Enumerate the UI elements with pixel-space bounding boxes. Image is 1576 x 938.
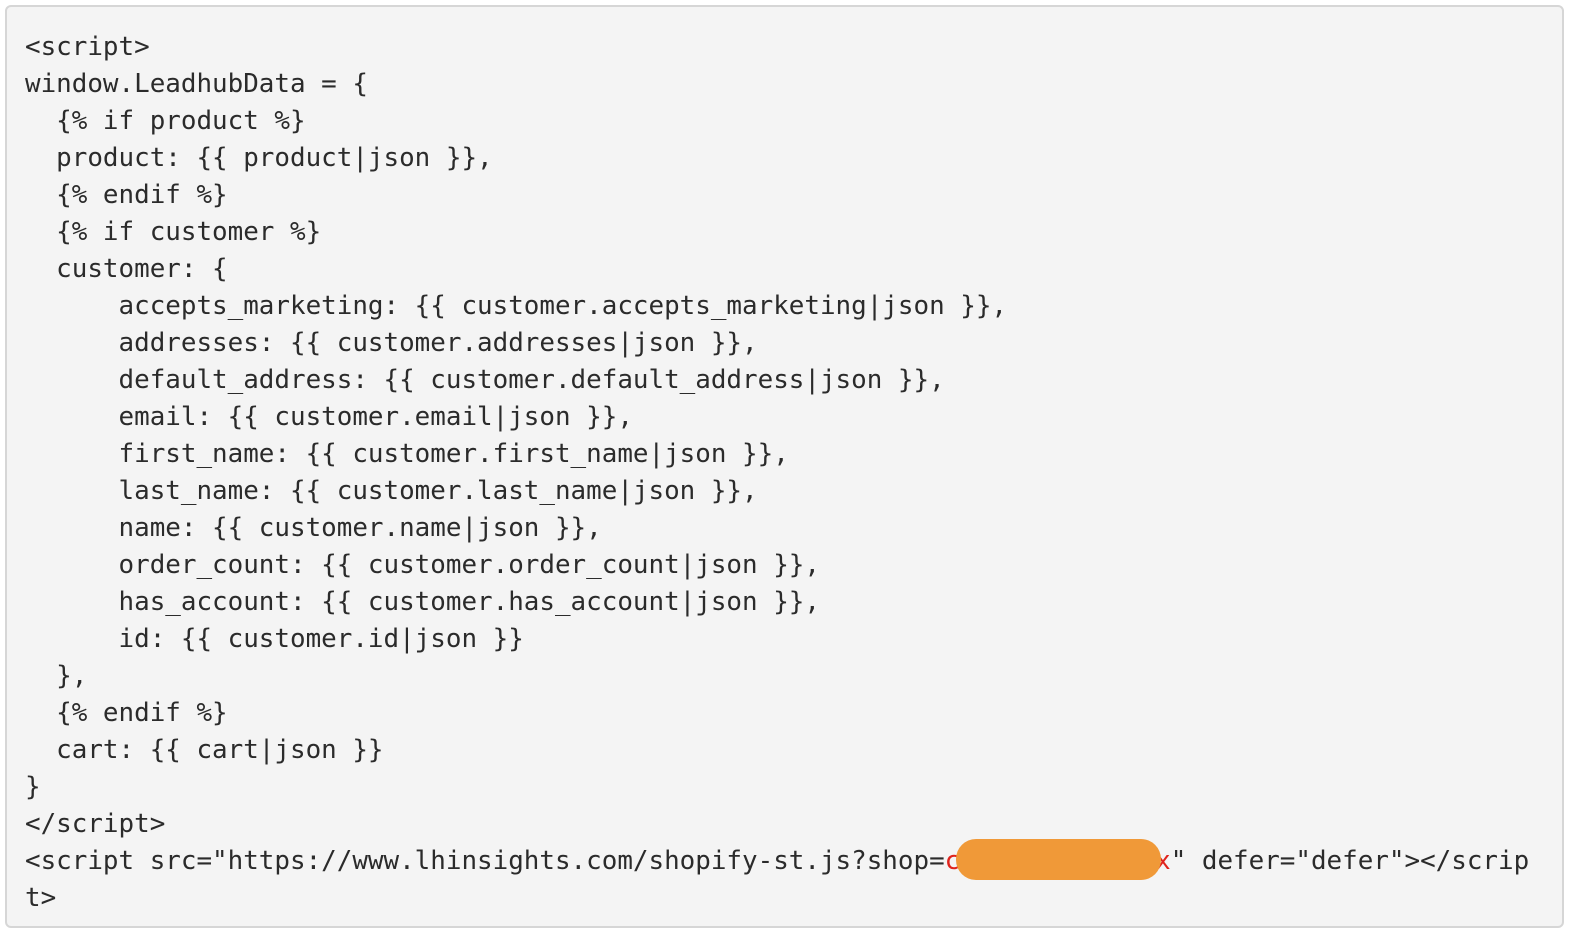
code-line: } xyxy=(25,772,41,802)
code-line: default_address: {{ customer.default_add… xyxy=(25,365,945,395)
code-line: first_name: {{ customer.first_name|json … xyxy=(25,439,789,469)
code-line: {% endif %} xyxy=(25,180,228,210)
code-line: addresses: {{ customer.addresses|json }}… xyxy=(25,328,758,358)
code-line: name: {{ customer.name|json }}, xyxy=(25,513,602,543)
redaction-mark xyxy=(955,839,1162,880)
code-line: {% if product %} xyxy=(25,106,306,136)
script-src-prefix: <script src="https://www.lhinsights.com/… xyxy=(25,846,945,876)
script-tag-line: <script src="https://www.lhinsights.com/… xyxy=(25,839,1530,880)
code-line: </script> xyxy=(25,809,166,839)
code-line: {% endif %} xyxy=(25,698,228,728)
code-line: last_name: {{ customer.last_name|json }}… xyxy=(25,476,758,506)
code-line: email: {{ customer.email|json }}, xyxy=(25,402,633,432)
code-line: id: {{ customer.id|json }} xyxy=(25,624,524,654)
code-line-wrap: t> xyxy=(25,883,57,913)
code-line: product: {{ product|json }}, xyxy=(25,143,493,173)
code-line: has_account: {{ customer.has_account|jso… xyxy=(25,587,820,617)
code-line: customer: { xyxy=(25,254,228,284)
script-src-suffix: " defer="defer"></scrip xyxy=(1170,846,1530,876)
code-line: {% if customer %} xyxy=(25,217,322,247)
code-line: accepts_marketing: {{ customer.accepts_m… xyxy=(25,291,1008,321)
code-line: }, xyxy=(25,661,88,691)
code-line: cart: {{ cart|json }} xyxy=(25,735,384,765)
code-line: <script> xyxy=(25,32,150,62)
code-line: window.LeadhubData = { xyxy=(25,69,368,99)
code-line: order_count: {{ customer.order_count|jso… xyxy=(25,550,820,580)
code-block: <script> window.LeadhubData = { {% if pro… xyxy=(5,5,1564,928)
code-text: <script> window.LeadhubData = { {% if pro… xyxy=(25,29,1529,917)
